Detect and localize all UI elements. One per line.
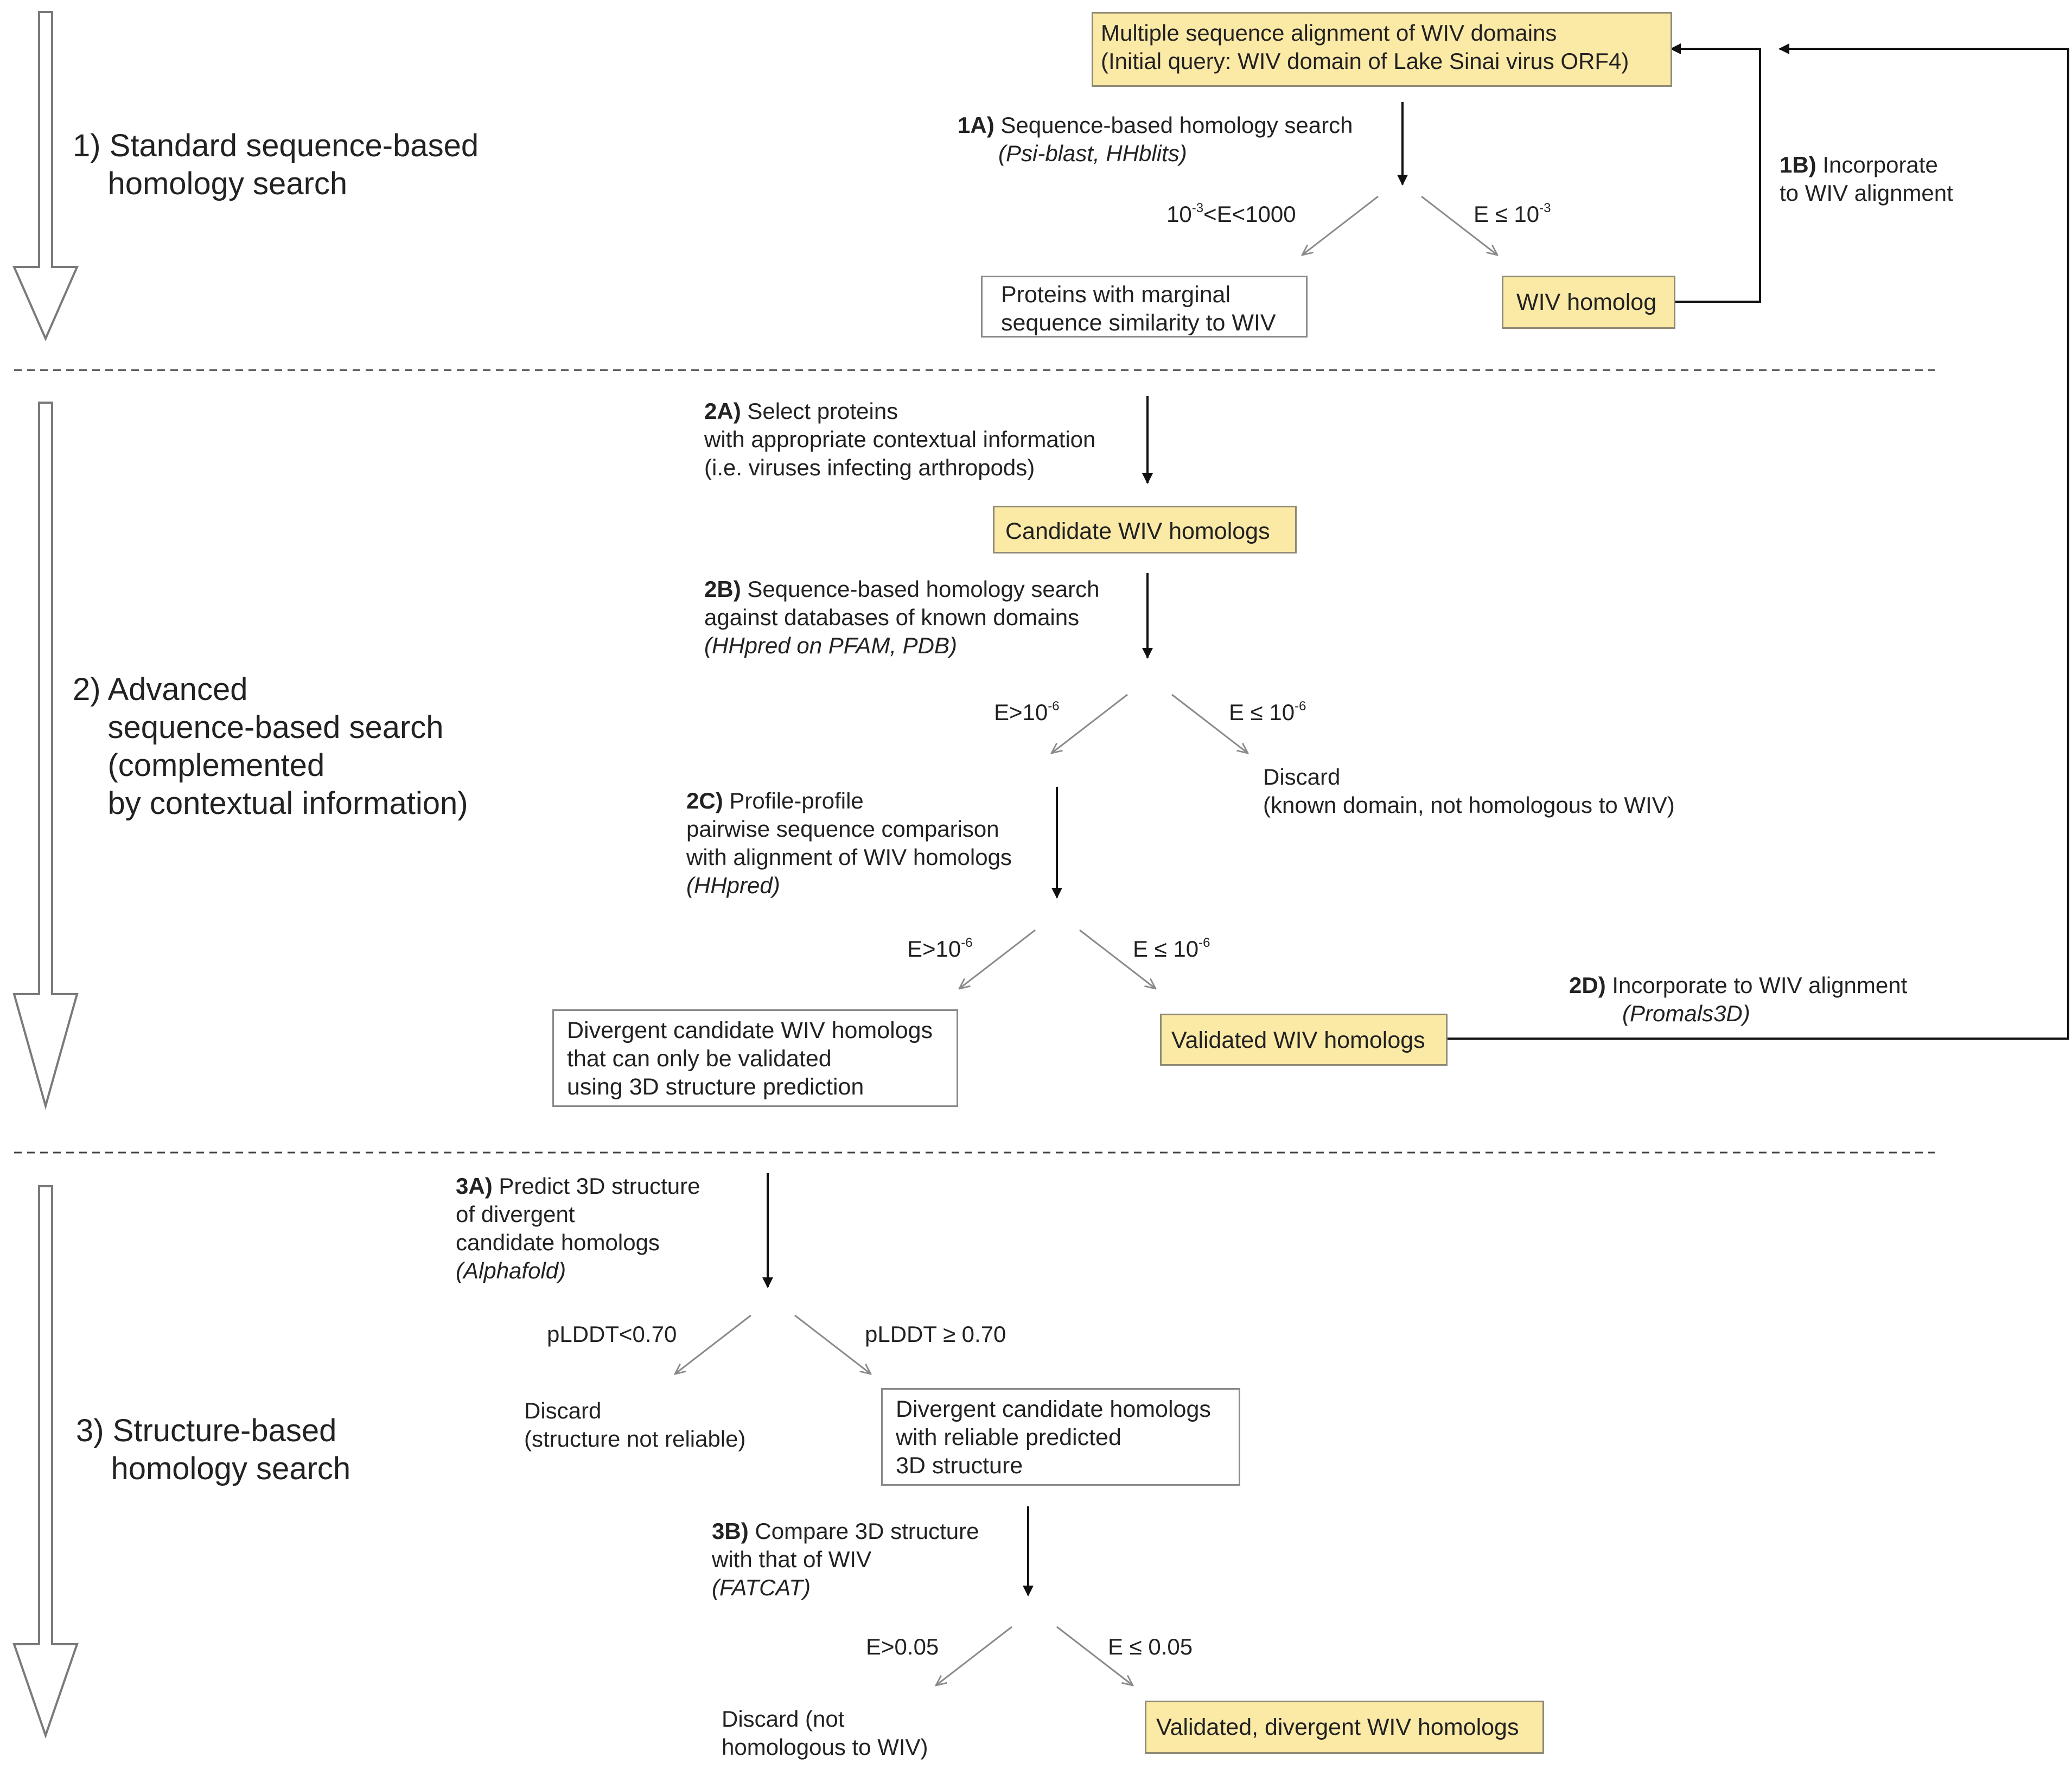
condition-3-right-pre: E ≤ 10 [1133,936,1199,962]
step-3a-label: 3A) Predict 3D structure [456,1172,700,1200]
step-2d-tools: (Promals3D) [1622,1001,1750,1026]
step-3b-code: 3B) [712,1518,749,1544]
condition-4-left: pLDDT<0.70 [547,1321,677,1347]
split-3-left [959,929,1036,989]
split-5-left [936,1626,1012,1685]
step-2d-text: Incorporate to WIV alignment [1612,972,1908,998]
condition-3-left-sup: -6 [961,936,973,950]
step-1b-text2: to WIV alignment [1780,180,1953,206]
step-2d-label: 2D) Incorporate to WIV alignment [1569,971,1907,1000]
validated-box: Validated WIV homologs [1160,1014,1448,1066]
step-1b-text: Incorporate [1822,152,1938,177]
feedback-1b [1670,43,1761,303]
split-4-right [794,1314,871,1374]
step-1b-label: 1B) Incorporate [1780,151,1938,179]
step-3a-code: 3A) [456,1173,493,1199]
condition-2-right-pre: E ≤ 10 [1229,699,1295,725]
step-2c-text2: pairwise sequence comparison with alignm… [686,816,1012,870]
step-2d-code: 2D) [1569,972,1606,998]
split-5-right [1056,1626,1133,1685]
condition-5-left: E>0.05 [866,1634,939,1659]
stage-1-label: 1) Standard sequence-based homology sear… [73,128,479,201]
condition-1-right-pre: E ≤ 10 [1474,201,1540,227]
step-2b-label: 2B) Sequence-based homology search [704,575,1099,603]
condition-5-right: E ≤ 0.05 [1108,1634,1193,1659]
step-2b-code: 2B) [704,576,741,602]
condition-2-left: E>10-6 [994,699,1060,726]
condition-1-left-pre: 10 [1166,201,1192,227]
divergent-box: Divergent candidate WIV homologs that ca… [552,1009,958,1107]
condition-1-left-sup: -3 [1191,201,1204,215]
split-1-left [1302,195,1379,255]
stage-2-arrow [12,402,79,1110]
stage-3-arrow [12,1185,79,1739]
step-2a-label: 2A) Select proteins [704,397,898,425]
split-2-left [1051,693,1128,753]
feedback-2d [1446,43,2069,1040]
step-1a-code: 1A) [958,112,994,138]
step-1b-code: 1B) [1780,152,1816,177]
step-3b-label: 3B) Compare 3D structure [712,1517,979,1545]
step-3b-text: Compare 3D structure [755,1518,979,1544]
split-3-right [1079,929,1156,989]
condition-3-left-pre: E>10 [907,936,961,962]
stage-3-label: 3) Structure-based homology search [76,1413,351,1486]
step-1a-label: 1A) Sequence-based homology search [958,111,1353,139]
step-1a-tools: (Psi-blast, HHblits) [998,141,1187,166]
discard-not-reliable: Discard (structure not reliable) [524,1398,746,1452]
condition-3-right-sup: -6 [1198,936,1210,950]
reliable-structure-box: Divergent candidate homologs with reliab… [881,1388,1240,1486]
condition-3-left: E>10-6 [907,936,973,963]
stage-1-arrow [12,11,79,341]
condition-1-left-post: <E<1000 [1203,201,1296,227]
condition-4-right: pLDDT ≥ 0.70 [865,1321,1006,1347]
validated-divergent-box: Validated, divergent WIV homologs [1145,1701,1544,1754]
condition-2-right-sup: -6 [1295,699,1306,714]
wiv-homolog-box: WIV homolog [1502,276,1675,329]
step-3a-text2: of divergent candidate homologs [456,1201,660,1255]
stage-2-label: 2) Advanced sequence-based search (compl… [73,672,468,821]
msa-box: Multiple sequence alignment of WIV domai… [1092,12,1672,87]
discard-not-homologous: Discard (not homologous to WIV) [722,1706,928,1760]
step-3b-text2: with that of WIV [712,1547,872,1572]
step-2a-text: Select proteins [747,398,898,424]
condition-2-left-pre: E>10 [994,699,1048,725]
step-2c-code: 2C) [686,788,723,813]
condition-3-right: E ≤ 10-6 [1133,936,1210,963]
step-2c-text: Profile-profile [729,788,864,813]
split-2-right [1171,693,1248,753]
split-1-right [1421,195,1497,255]
condition-1-right-sup: -3 [1539,201,1551,215]
step-2b-tools: (HHpred on PFAM, PDB) [704,633,957,658]
discard-known-domain: Discard (known domain, not homologous to… [1263,764,1675,818]
step-3a-text: Predict 3D structure [499,1173,700,1199]
step-2b-text: Sequence-based homology search [747,576,1100,602]
step-2c-tools: (HHpred) [686,873,780,898]
marginal-box: Proteins with marginal sequence similari… [981,276,1308,338]
step-1a-text: Sequence-based homology search [1000,112,1353,138]
condition-1-right: E ≤ 10-3 [1474,201,1551,228]
step-2a-code: 2A) [704,398,741,424]
step-2c-label: 2C) Profile-profile [686,787,864,815]
condition-2-left-sup: -6 [1048,699,1060,714]
step-3a-tools: (Alphafold) [456,1258,566,1283]
condition-1-left: 10-3<E<1000 [1166,201,1296,228]
step-3b-tools: (FATCAT) [712,1575,811,1600]
condition-2-right: E ≤ 10-6 [1229,699,1306,726]
step-2b-text2: against databases of known domains [704,604,1080,630]
candidate-box: Candidate WIV homologs [993,506,1297,553]
step-2a-text2: with appropriate contextual information … [704,427,1096,480]
split-4-left [675,1314,751,1374]
